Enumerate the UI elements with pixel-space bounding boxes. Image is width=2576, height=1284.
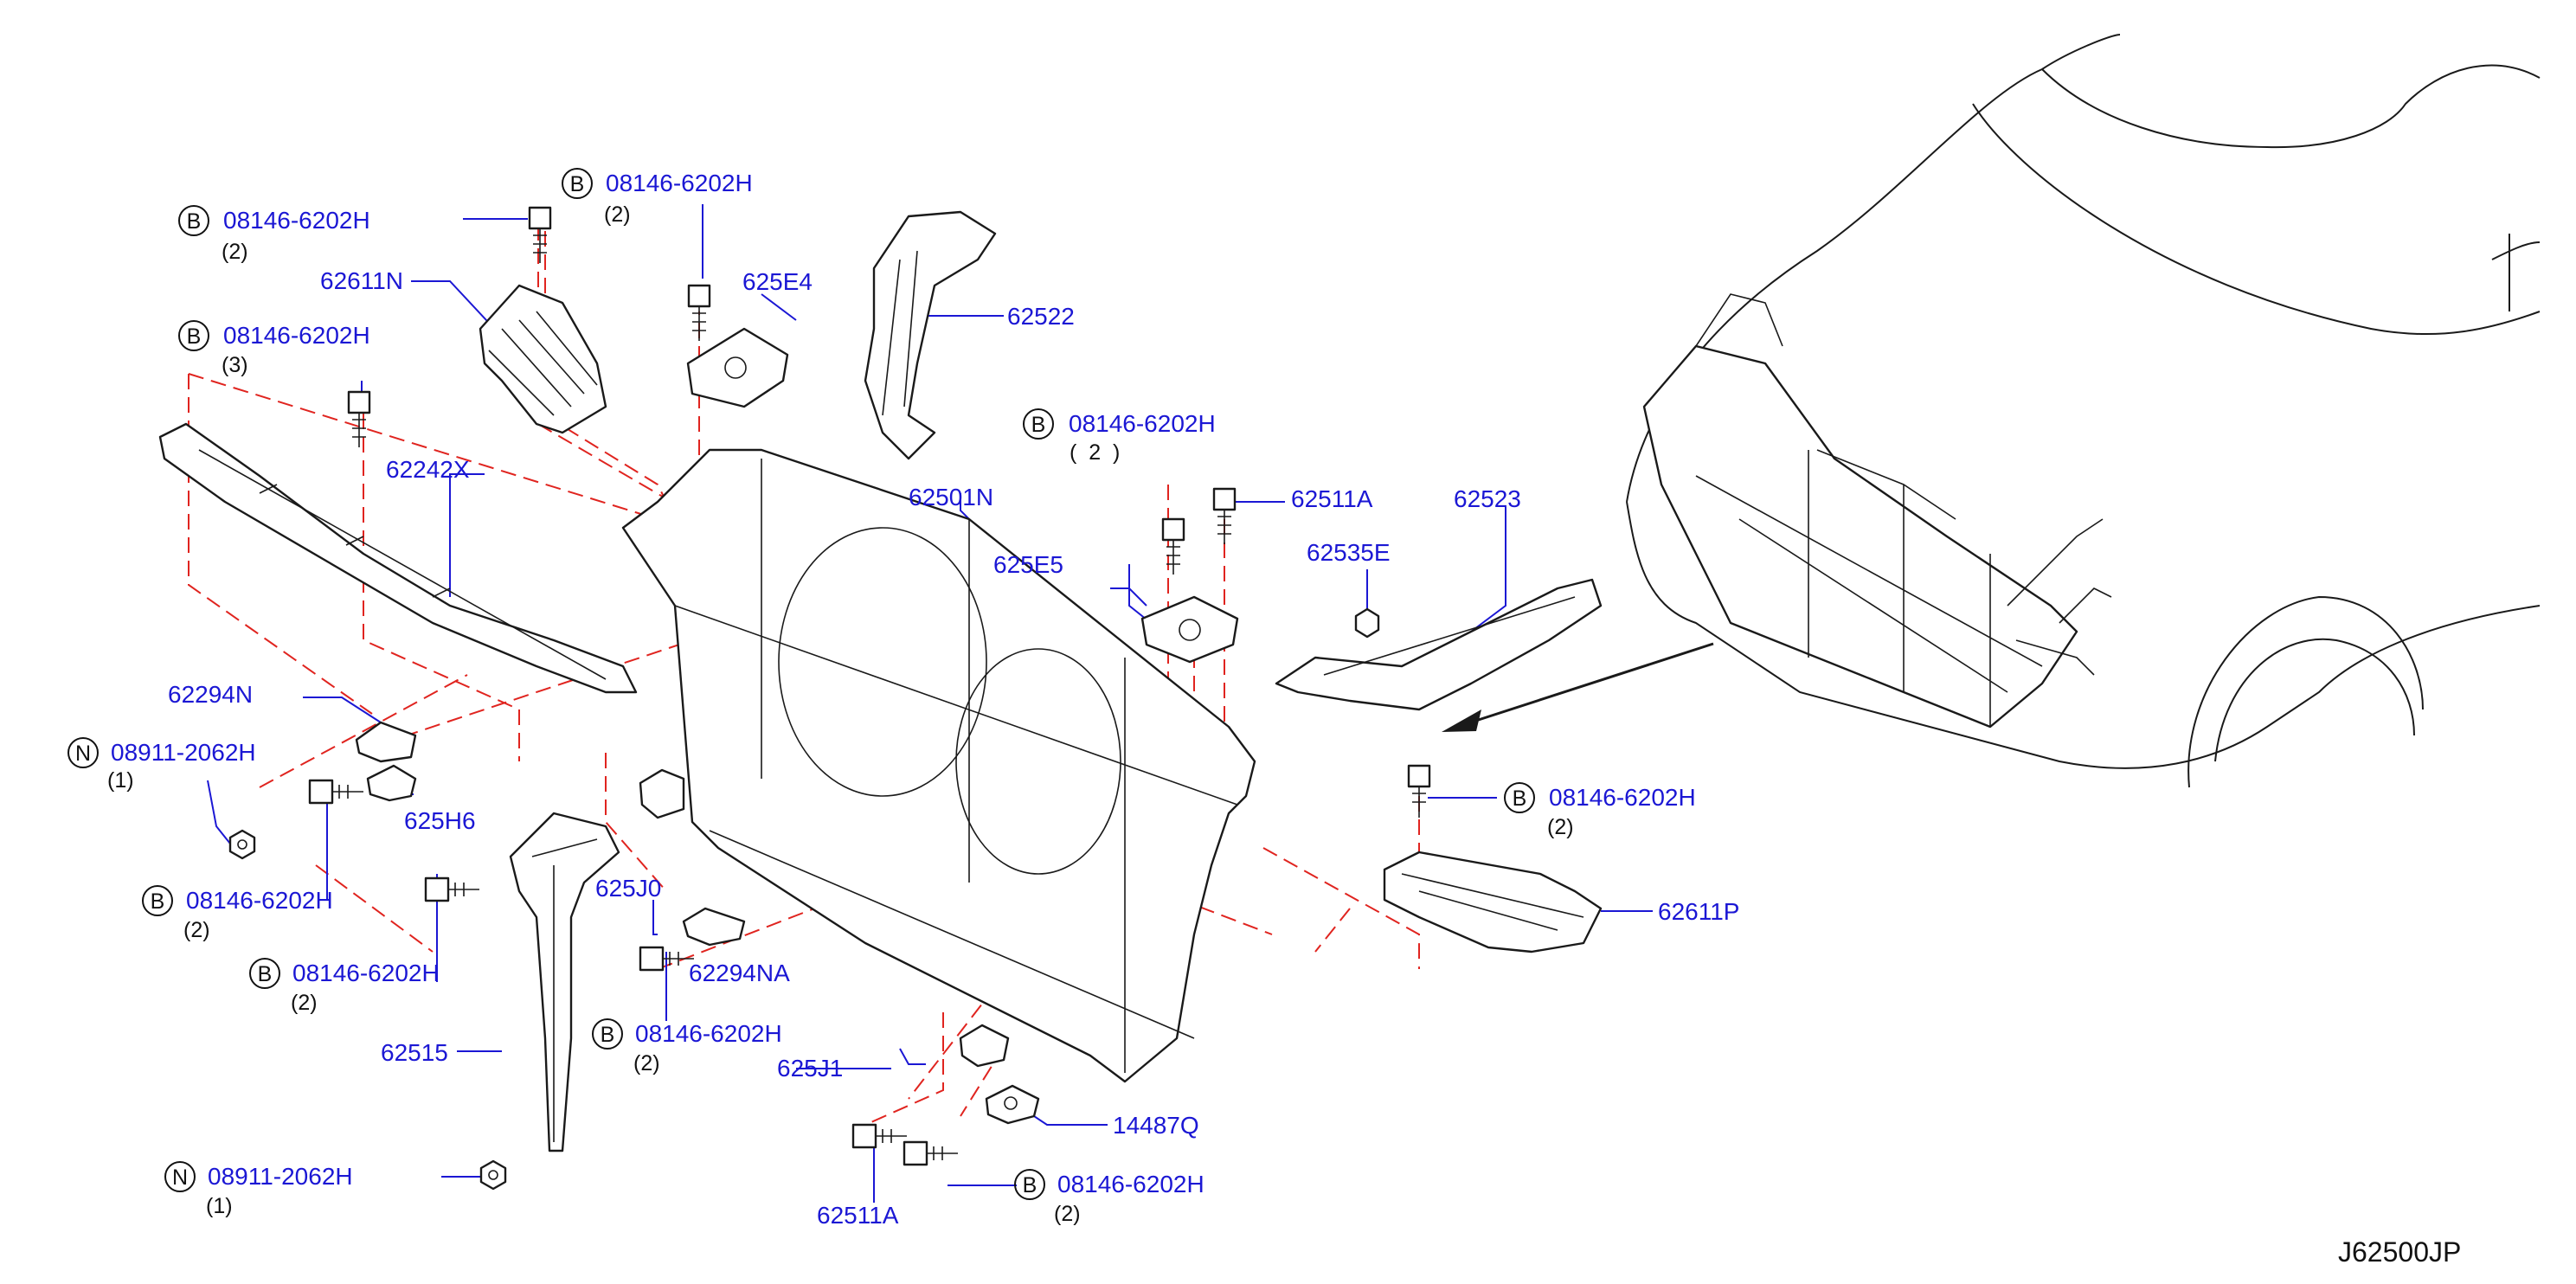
- fastener-qty: (2): [183, 918, 210, 942]
- fastener-prefix: B: [258, 962, 273, 986]
- fastener-qty: (2): [1547, 815, 1574, 839]
- part-625J1: [959, 1024, 1010, 1068]
- part-callouts: 62611N 62242X 62294N 625H6 625J0 62294NA…: [168, 267, 1739, 1229]
- part-625E4: [686, 327, 789, 408]
- fastener-part[interactable]: 08911-2062H: [208, 1163, 353, 1190]
- fastener-qty: ( 2 ): [1070, 440, 1120, 465]
- callout-62535E[interactable]: 62535E: [1307, 539, 1391, 566]
- fastener-part[interactable]: 08146-6202H: [1069, 410, 1216, 437]
- part-62294NA: [682, 907, 746, 947]
- fastener-callout[interactable]: B 08146-6202H (2): [562, 168, 753, 227]
- part-62242X: [158, 422, 638, 694]
- callout-62294N[interactable]: 62294N: [168, 681, 253, 708]
- clip-icon: [1354, 607, 1380, 639]
- leader-lines: [207, 204, 1653, 1203]
- fastener-part[interactable]: 08146-6202H: [606, 170, 753, 196]
- callout-62611P[interactable]: 62611P: [1658, 898, 1739, 925]
- fastener-callout[interactable]: B 08146-6202H (2): [1014, 1169, 1204, 1226]
- fastener-prefix: B: [601, 1023, 615, 1047]
- fastener-part[interactable]: 08146-6202H: [223, 207, 370, 234]
- callout-625E4[interactable]: 625E4: [742, 268, 813, 295]
- fastener-callout[interactable]: B 08146-6202H (2): [178, 205, 370, 264]
- bolt-icon: [851, 1123, 907, 1149]
- bolt-icon: [1212, 487, 1237, 544]
- fastener-prefix: N: [172, 1165, 188, 1190]
- fastener-prefix: B: [1023, 1173, 1037, 1197]
- fastener-part[interactable]: 08146-6202H: [1057, 1171, 1204, 1197]
- fastener-callout[interactable]: B 08146-6202H (3): [178, 320, 370, 377]
- fastener-prefix: N: [75, 742, 91, 766]
- part-625H6: [366, 764, 417, 802]
- fastener-callout[interactable]: N 08911-2062H (1): [67, 737, 256, 793]
- callout-62611N[interactable]: 62611N: [320, 267, 403, 294]
- fastener-callout[interactable]: B 08146-6202H (2): [592, 1018, 782, 1075]
- callout-62515[interactable]: 62515: [381, 1039, 448, 1066]
- callout-625J1[interactable]: 625J1: [777, 1055, 843, 1082]
- fastener-prefix: B: [187, 209, 202, 234]
- fastener-qty: (1): [206, 1194, 233, 1218]
- part-62611N: [479, 284, 607, 434]
- callout-62523[interactable]: 62523: [1454, 485, 1521, 512]
- direction-arrow: [1442, 642, 1714, 732]
- fastener-part[interactable]: 08146-6202H: [1549, 784, 1696, 811]
- fastener-part[interactable]: 08911-2062H: [111, 739, 256, 766]
- fastener-part[interactable]: 08146-6202H: [186, 887, 333, 914]
- part-62523: [1275, 578, 1603, 711]
- fastener-qty: (2): [633, 1051, 660, 1075]
- callout-625E5[interactable]: 625E5: [993, 551, 1063, 578]
- fastener-prefix: B: [151, 889, 165, 914]
- bolt-icon: [1407, 764, 1431, 818]
- part-62522: [864, 210, 997, 460]
- fastener-callout[interactable]: B 08146-6202H (2): [1504, 782, 1696, 839]
- fastener-qty: (2): [291, 991, 318, 1015]
- fastener-qty: (2): [1054, 1202, 1081, 1226]
- part-62501N-core-support: [621, 448, 1256, 1083]
- bolt-icon: [347, 390, 371, 447]
- callout-62511A-bottom[interactable]: 62511A: [817, 1202, 899, 1229]
- bolt-icon: [528, 206, 552, 263]
- fastener-part[interactable]: 08146-6202H: [292, 960, 440, 986]
- part-62294N: [355, 721, 417, 763]
- fastener-prefix: B: [187, 324, 202, 349]
- fastener-qty: (1): [107, 768, 134, 793]
- fastener-prefix: B: [1513, 786, 1527, 811]
- bolt-icon: [687, 284, 711, 341]
- part-625E5: [1140, 595, 1239, 664]
- fastener-callout[interactable]: B 08146-6202H (2): [249, 958, 440, 1015]
- fastener-qty: (2): [604, 202, 631, 227]
- bolt-icon: [424, 876, 479, 902]
- fastener-part[interactable]: 08146-6202H: [635, 1020, 782, 1047]
- fastener-qty: (2): [222, 240, 248, 264]
- callout-625H6[interactable]: 625H6: [404, 807, 476, 834]
- fastener-prefix: B: [1031, 413, 1046, 437]
- callout-62294NA[interactable]: 62294NA: [689, 960, 790, 986]
- fastener-part[interactable]: 08146-6202H: [223, 322, 370, 349]
- part-62515: [509, 812, 620, 1152]
- fastener-callout[interactable]: B 08146-6202H (2): [142, 885, 333, 942]
- bolt-icon: [639, 946, 694, 972]
- bolt-icon: [308, 779, 363, 805]
- vehicle-silhouette: [1626, 34, 2541, 788]
- fastener-callout[interactable]: B 08146-6202H ( 2 ): [1023, 408, 1216, 465]
- fastener-prefix: B: [570, 172, 585, 196]
- bolt-icon: [1161, 517, 1185, 575]
- callout-14487Q[interactable]: 14487Q: [1113, 1112, 1199, 1139]
- diagram-reference-code: J62500JP: [2338, 1236, 2461, 1268]
- callout-62242X[interactable]: 62242X: [386, 456, 470, 483]
- bolt-icon: [903, 1140, 958, 1166]
- callout-62511A-top[interactable]: 62511A: [1291, 485, 1373, 512]
- nut-icon: [479, 1159, 507, 1191]
- fastener-callout[interactable]: N 08911-2062H (1): [164, 1161, 353, 1218]
- part-14487Q: [985, 1084, 1040, 1125]
- callout-62501N[interactable]: 62501N: [909, 484, 993, 510]
- callout-62522[interactable]: 62522: [1007, 303, 1075, 330]
- part-62611P: [1383, 851, 1603, 953]
- fastener-qty: (3): [222, 353, 248, 377]
- part-625J0: [639, 768, 685, 819]
- callout-625J0[interactable]: 625J0: [595, 875, 661, 902]
- nut-icon: [228, 829, 256, 860]
